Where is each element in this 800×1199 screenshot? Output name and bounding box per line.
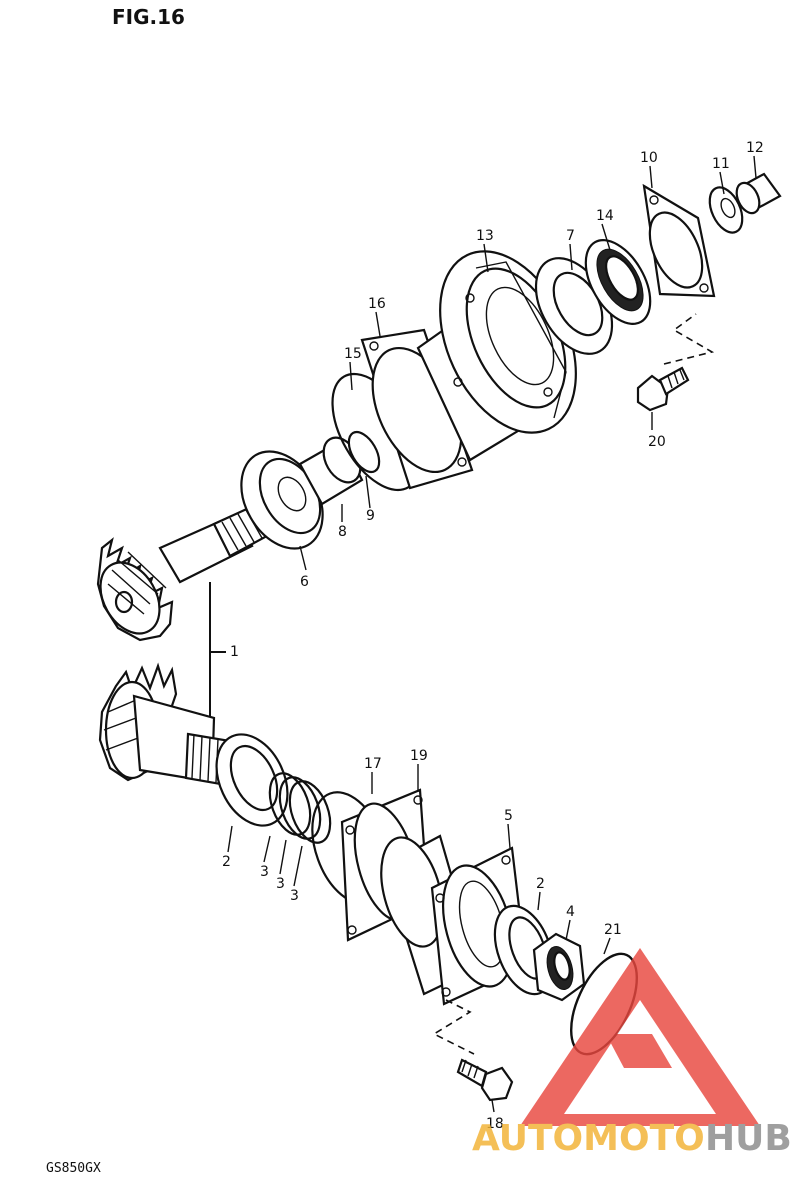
callout-14: 14 [596, 208, 614, 224]
drive-bevel-gear [96, 537, 174, 642]
leader-lines [227, 155, 757, 1113]
model-code: GS850GX [46, 1161, 101, 1176]
callout-20: 20 [648, 434, 666, 450]
part-18-bolt [456, 1058, 514, 1102]
watermark-text-automoto: AUTOMOTO [472, 1118, 705, 1159]
part-7-bearing [534, 257, 614, 355]
callout-3-first: 3 [260, 864, 269, 880]
callout-16: 16 [368, 296, 386, 312]
callout-2-right: 2 [536, 876, 545, 892]
callout-3-second: 3 [276, 876, 285, 892]
callout-15: 15 [344, 346, 362, 362]
automotohub-watermark: AUTOMOTO HUB [472, 948, 792, 1159]
callout-2-left: 2 [222, 854, 231, 870]
callout-12: 12 [746, 140, 764, 156]
callout-18: 18 [486, 1116, 504, 1132]
callout-1-leader [209, 582, 226, 730]
part-3-shims [268, 772, 332, 844]
callout-6: 6 [300, 574, 309, 590]
callout-4: 4 [566, 904, 575, 920]
part-20-bolt [636, 366, 690, 412]
callout-19: 19 [410, 748, 428, 764]
bolt-20-guide-line [663, 313, 715, 365]
callout-1: 1 [230, 644, 239, 660]
part-12-nut [735, 172, 782, 215]
bolt-18-guide-line [432, 999, 475, 1055]
figure-title: FIG.16 [112, 5, 185, 29]
callout-5: 5 [504, 808, 513, 824]
callout-13: 13 [476, 228, 494, 244]
callout-17: 17 [364, 756, 382, 772]
callout-9: 9 [366, 508, 375, 524]
callout-8: 8 [338, 524, 347, 540]
part-4-nut [532, 932, 586, 1002]
part-14-bearing [584, 238, 652, 326]
watermark-triangle-notch [606, 1034, 672, 1068]
part-2-bearing-lower-left [215, 733, 289, 827]
callout-7: 7 [566, 228, 575, 244]
callout-3-third: 3 [290, 888, 299, 904]
callout-21: 21 [604, 922, 622, 938]
part-10-retainer [642, 183, 716, 298]
callout-10: 10 [640, 150, 658, 166]
watermark-text-hub: HUB [705, 1118, 792, 1159]
part-11-washer [708, 186, 744, 234]
part-6-bearing [240, 450, 324, 550]
callout-11: 11 [712, 156, 730, 172]
